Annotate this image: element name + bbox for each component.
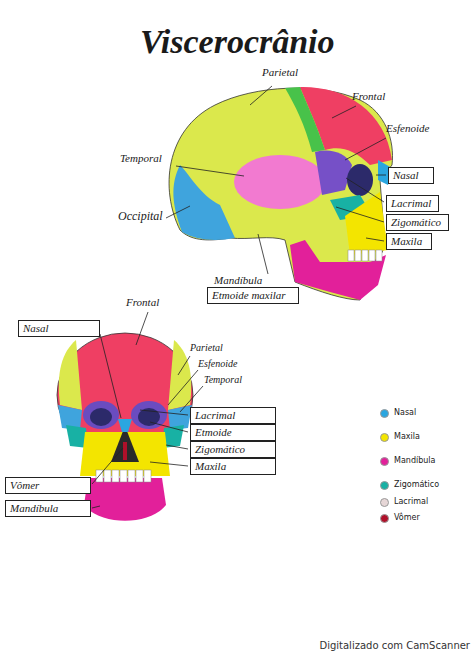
legend-text: Lacrimal bbox=[394, 497, 428, 506]
legend-text: Vômer bbox=[394, 513, 420, 522]
legend-swatch bbox=[380, 433, 389, 442]
bone-name: Zigomático bbox=[387, 215, 448, 230]
bone-label: Temporal bbox=[120, 152, 162, 165]
bone-label: Frontal bbox=[126, 296, 159, 309]
label-box: Nasal bbox=[18, 320, 100, 337]
legend-text: Mandíbula bbox=[394, 456, 435, 465]
bone-name: Zigomático bbox=[191, 442, 275, 457]
label-box: Zigomático bbox=[386, 214, 449, 231]
label-box: Maxila bbox=[190, 458, 276, 475]
label-box: Vômer bbox=[5, 477, 91, 494]
lateral-skull bbox=[169, 87, 392, 300]
bone-name: Lacrimal bbox=[387, 196, 438, 211]
legend-text: Zigomático bbox=[394, 480, 439, 489]
legend-text: Nasal bbox=[394, 408, 416, 417]
label-box: Etmoide maxilar bbox=[207, 287, 299, 304]
bone-label: Esfenoide bbox=[386, 122, 429, 135]
legend-swatch bbox=[380, 498, 389, 507]
label-box: Mandíbula bbox=[5, 500, 91, 517]
label-box: Lacrimal bbox=[386, 195, 439, 212]
bone-name: Nasal bbox=[19, 321, 99, 336]
label-box: Etmoide bbox=[190, 424, 276, 441]
bone-name: Etmoide maxilar bbox=[208, 288, 298, 303]
leader-lines bbox=[92, 86, 386, 508]
label-box: Maxila bbox=[386, 233, 432, 250]
bone-name: Maxila bbox=[387, 234, 431, 249]
bone-name: Nasal bbox=[389, 168, 433, 183]
label-box: Lacrimal bbox=[190, 407, 276, 424]
title: Viscerocrânio bbox=[140, 22, 335, 61]
legend-swatch bbox=[380, 481, 389, 490]
watermark: Digitalizado com CamScanner bbox=[319, 640, 470, 652]
legend-swatch bbox=[380, 457, 389, 466]
bone-name: Maxila bbox=[191, 459, 275, 474]
bone-label: Occipital bbox=[118, 210, 163, 224]
legend-text: Maxila bbox=[394, 432, 420, 441]
label-box: Zigomático bbox=[190, 441, 276, 458]
bone-label: Parietal bbox=[262, 66, 298, 79]
bone-name: Mandíbula bbox=[6, 501, 90, 516]
bone-name: Etmoide bbox=[191, 425, 275, 440]
bone-label: Esfenoide bbox=[198, 358, 237, 370]
legend-swatch bbox=[380, 409, 389, 418]
label-box: Nasal bbox=[388, 167, 434, 184]
bone-name: Lacrimal bbox=[191, 408, 275, 423]
bone-label: Parietal bbox=[190, 342, 223, 354]
bone-label: Temporal bbox=[204, 374, 242, 386]
legend-swatch bbox=[380, 514, 389, 523]
bone-label: Frontal bbox=[352, 90, 385, 103]
bone-label: Mandíbula bbox=[214, 274, 262, 287]
bone-name: Vômer bbox=[6, 478, 90, 493]
